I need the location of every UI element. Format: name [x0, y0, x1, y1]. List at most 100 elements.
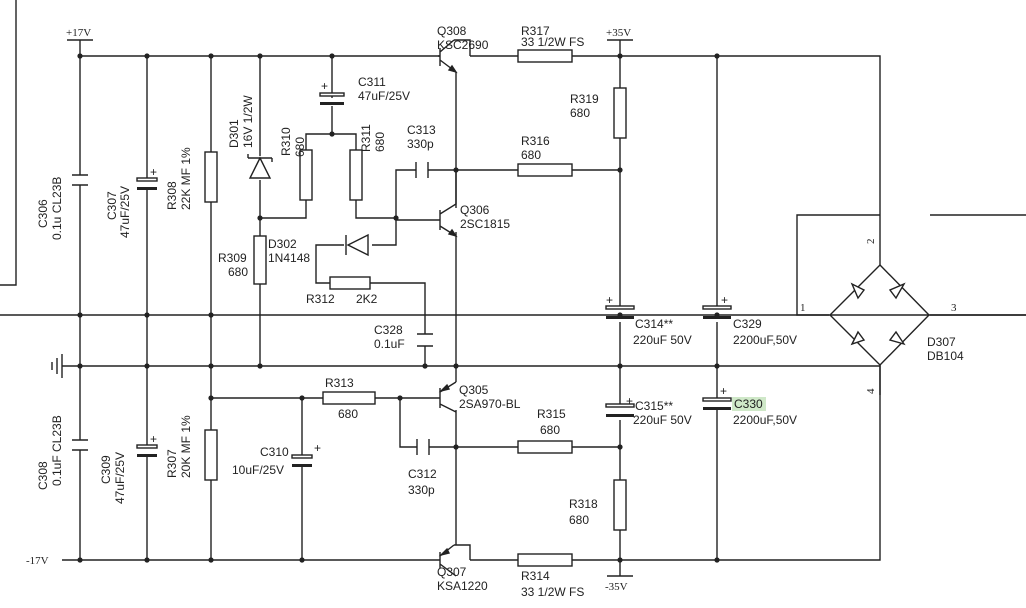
label-R317-ref: R317: [521, 24, 550, 38]
label-R315-ref: R315: [537, 407, 566, 421]
label-R319-val: 680: [570, 106, 590, 120]
bridge-pin-4: 4: [865, 388, 877, 394]
bridge-rectifier-D307: [829, 215, 930, 395]
label-R309-val: 680: [228, 265, 248, 279]
capacitor-C330: [702, 397, 732, 410]
label-C310-ref: C310: [260, 445, 289, 459]
label-D301-ref: D301: [227, 119, 241, 148]
transistor-Q307: [438, 544, 471, 577]
bridge-pin-2: 2: [865, 239, 877, 245]
highlight-C330: [732, 397, 766, 411]
polarity-C314: +: [606, 293, 613, 307]
label-C307-val: 47uF/25V: [118, 186, 132, 238]
label-R310-val: 680: [293, 137, 307, 157]
label-R314-val: 33 1/2W FS: [521, 585, 584, 599]
resistor-R318: [613, 479, 627, 531]
label-Q308-val: KSC2690: [437, 38, 489, 52]
label-D307-ref: D307: [927, 335, 956, 349]
capacitor-C310: [291, 454, 313, 467]
label-C306-ref: C306: [36, 199, 50, 228]
polarity-C309: +: [150, 432, 157, 446]
label-Q306-val: 2SC1815: [460, 217, 510, 231]
label-C330-ref: C330: [734, 397, 763, 411]
polarity-C310: +: [314, 441, 321, 455]
label-C328-val: 0.1uF: [374, 337, 405, 351]
resistor-R312: [329, 276, 371, 290]
polarity-C315: +: [626, 394, 633, 408]
label-C312-val: 330p: [408, 483, 435, 497]
label-C308-val: 0.1uF CL23B: [50, 415, 64, 486]
capacitor-C328: [417, 333, 433, 347]
diode-D302: [345, 233, 369, 257]
label-C311-ref: C311: [358, 75, 386, 89]
zener-diode-D301: [247, 154, 273, 179]
capacitor-C308: [72, 439, 88, 451]
capacitor-C311: [319, 92, 345, 105]
transistor-Q308: [438, 39, 471, 74]
label-Q307-ref: Q307: [437, 565, 467, 579]
label-C330-val: 2200uF,50V: [733, 413, 797, 427]
label-R312-val: 2K2: [356, 292, 378, 306]
label-R307-val: 20K MF 1%: [179, 415, 193, 478]
label-R319-ref: R319: [570, 92, 599, 106]
capacitor-C315: [605, 403, 635, 417]
resistor-R316: [517, 163, 573, 177]
resistor-R308: [204, 151, 218, 203]
rail-p35: +35V: [606, 27, 631, 39]
label-Q305-val: 2SA970-BL: [459, 397, 521, 411]
label-Q307-val: KSA1220: [437, 579, 488, 593]
label-R312-ref: R312: [306, 292, 335, 306]
label-R316-val: 680: [521, 148, 541, 162]
label-C329-ref: C329: [733, 317, 762, 331]
label-C309-val: 47uF/25V: [113, 452, 127, 504]
resistor-R307: [204, 429, 218, 481]
label-R311-val: 680: [373, 132, 387, 152]
capacitor-C307: [136, 177, 158, 190]
resistor-R319: [613, 87, 627, 139]
resistor-R310: [299, 149, 313, 201]
label-C306-val: 0.1u CL23B: [50, 177, 64, 240]
label-C314-val: 220uF 50V: [633, 333, 692, 347]
label-C314-ref: C314**: [635, 317, 673, 331]
polarity-C329: +: [721, 293, 728, 307]
polarity-C307: +: [150, 165, 157, 179]
label-C309-ref: C309: [99, 455, 113, 484]
rail-p17: +17V: [66, 27, 91, 39]
ground-icon: [51, 354, 63, 378]
label-C328-ref: C328: [374, 323, 403, 337]
label-C312-ref: C312: [408, 467, 437, 481]
resistor-R309: [253, 235, 267, 285]
bridge-pin-1: 1: [800, 302, 806, 314]
label-R307-ref: R307: [165, 449, 179, 478]
label-R309-ref: R309: [218, 251, 247, 265]
resistor-R314: [517, 553, 573, 567]
capacitor-C314: [605, 305, 635, 319]
label-R318-ref: R318: [569, 497, 598, 511]
resistor-R315: [517, 440, 573, 454]
labels: +17V +35V -17V -35V C306 0.1u CL23B C307…: [26, 24, 964, 599]
resistor-R311: [349, 149, 363, 201]
transistor-Q305: [438, 381, 457, 413]
label-Q308-ref: Q308: [437, 24, 467, 38]
label-R308-val: 22K MF 1%: [179, 147, 193, 210]
label-D301-val: 16V 1/2W: [241, 95, 255, 148]
polarity-C330: +: [720, 384, 727, 398]
label-C308-ref: C308: [36, 461, 50, 490]
label-R308-ref: R308: [165, 181, 179, 210]
label-Q306-ref: Q306: [460, 203, 490, 217]
label-D302-val: 1N4148: [268, 251, 310, 265]
label-C311-val: 47uF/25V: [358, 89, 410, 103]
resistor-R313: [322, 391, 376, 405]
label-R315-val: 680: [540, 423, 560, 437]
label-R313-ref: R313: [325, 376, 354, 390]
label-C313-ref: C313: [407, 123, 436, 137]
label-R310-ref: R310: [279, 127, 293, 156]
capacitor-C313: [415, 162, 429, 178]
junctions: [77, 53, 720, 563]
label-C310-val: 10uF/25V: [232, 463, 284, 477]
wires: [0, 0, 1026, 577]
bridge-pin-3: 3: [951, 302, 957, 314]
label-C315-val: 220uF 50V: [633, 413, 692, 427]
label-R316-ref: R316: [521, 134, 550, 148]
